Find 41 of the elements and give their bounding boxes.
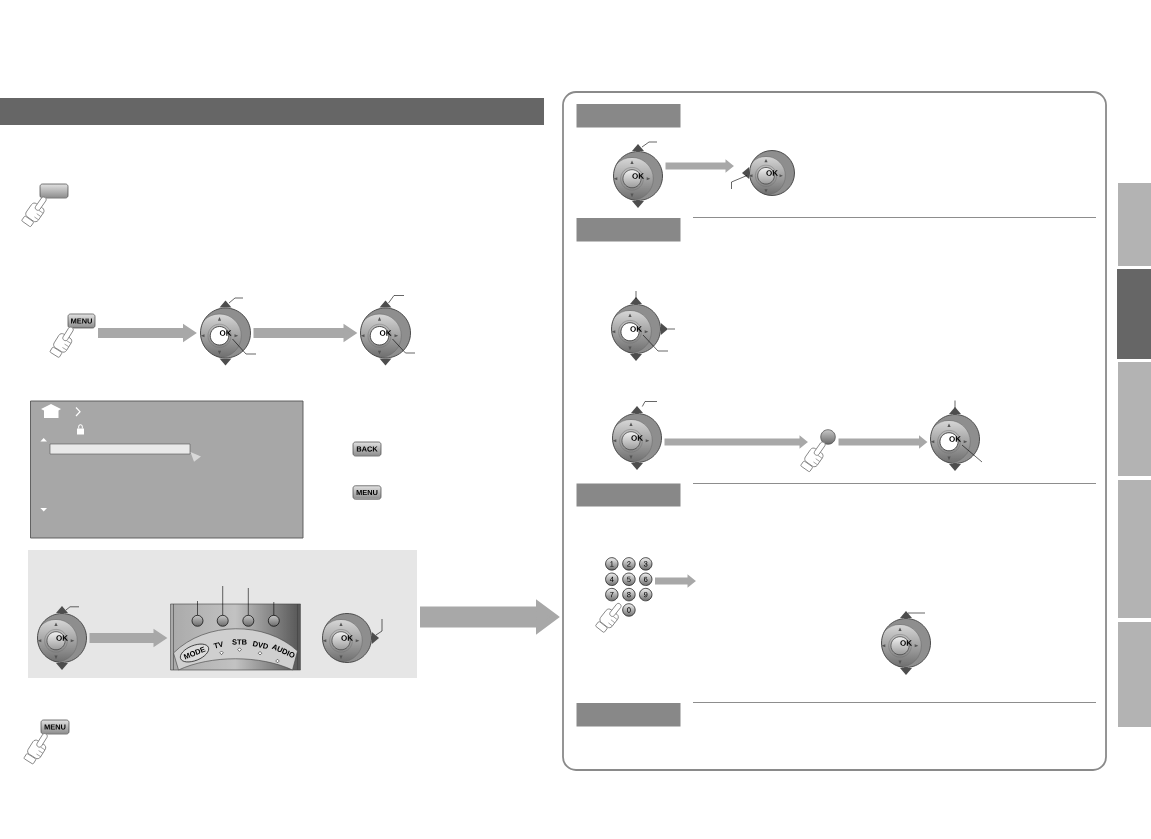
hand-press-icon: [800, 429, 836, 473]
leader-line: [273, 601, 275, 616]
section-tab: [576, 218, 681, 242]
direction-pad: OK: [930, 407, 980, 471]
leader-line: [228, 297, 244, 304]
side-tab: [1118, 362, 1151, 476]
leader-line: [731, 175, 748, 190]
leader-line: [222, 585, 223, 616]
leader-line: [907, 612, 926, 614]
leader-line: [388, 295, 405, 304]
direction-pad: OK: [322, 613, 379, 663]
leader-line: [375, 618, 383, 636]
leader-line: [642, 401, 658, 407]
leader-line: [65, 606, 80, 611]
side-tab: [1117, 269, 1151, 359]
leader-line: [642, 334, 669, 352]
leader-line: [667, 328, 676, 330]
leader-line: [954, 400, 956, 409]
leader-line: [392, 338, 416, 354]
panel-frame: [562, 91, 1107, 771]
section-tab: [576, 483, 681, 507]
direction-pad: OK: [612, 406, 662, 470]
leader-line: [635, 290, 637, 300]
section-tab: [576, 104, 681, 128]
leader-line: [961, 444, 983, 463]
side-tab: [1118, 622, 1151, 727]
side-tab: [1118, 183, 1151, 266]
leader-line: [248, 587, 249, 616]
direction-pad: OK: [360, 300, 411, 366]
direction-pad: OK: [37, 606, 87, 670]
header-bar: [0, 98, 544, 125]
leader-line: [232, 338, 257, 355]
section-tab: [576, 703, 681, 727]
leader-line: [197, 600, 198, 616]
direction-pad: OK: [881, 611, 931, 675]
direction-pad: OK: [742, 150, 795, 196]
direction-pad: OK: [613, 144, 663, 208]
leader-line: [641, 141, 658, 148]
direction-pad: OK: [200, 300, 251, 366]
side-tab: [1118, 480, 1151, 618]
direction-pad: OK: [611, 297, 668, 361]
